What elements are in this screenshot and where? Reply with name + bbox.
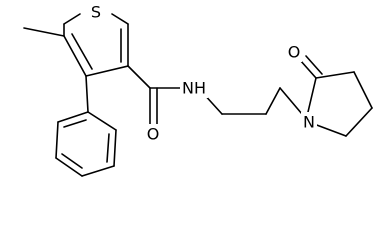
carbonyl-oxygen-label: O [147, 125, 160, 144]
bond-ch2-c-n [279, 87, 303, 115]
bond-ch2-b-c [265, 87, 281, 115]
bond-c2-c3 [315, 71, 355, 79]
atom-label-ring-nitrogen: N [301, 112, 317, 132]
bond-methyl [23, 27, 65, 37]
bond-c4-c5-inner [71, 33, 93, 70]
bond-ph-4-5-inner [61, 153, 83, 169]
bond-c4-c5 [345, 107, 373, 137]
bond-c4-phenyl [85, 75, 89, 113]
bond-c2-o-double [305, 55, 323, 75]
bond-c5-n [313, 123, 347, 137]
bond-ph-2-3-inner [106, 133, 110, 163]
bond-ph-3-4 [81, 165, 115, 177]
bond-ph-6-1 [57, 111, 89, 123]
propyl-chain [201, 87, 303, 115]
atom-label-lactam-oxygen: O [286, 42, 302, 62]
atom-label-amide-nitrogen: NH [180, 78, 208, 98]
bond-c2-o [299, 59, 317, 79]
bond-ph-6-1-inner [63, 119, 87, 128]
bond-ph-2-3 [113, 129, 117, 167]
thiophene-ring [63, 13, 129, 77]
phenyl-ring [55, 75, 117, 177]
chemical-structure-diagram: S O NH O N [23, 2, 373, 177]
amide-group [127, 65, 185, 125]
atom-label-sulfur: S [88, 2, 104, 22]
bond-ph-1-2 [87, 111, 117, 131]
bond-c3-carbonyl [127, 65, 151, 89]
chemical-structure-canvas: S O NH O N [23, 2, 373, 177]
pyrrolidinone-ring [299, 55, 373, 137]
bond-n-c2 [307, 77, 317, 113]
bond-s-c5 [63, 13, 81, 25]
lactam-oxygen-label: O [288, 43, 301, 62]
bond-ph-5-6 [55, 121, 59, 159]
amide-nitrogen-label: NH [182, 79, 206, 98]
bond-c3-c4 [353, 71, 373, 109]
bond-ph-4-5 [55, 157, 83, 177]
atom-label-carbonyl-oxygen: O [145, 124, 161, 144]
bond-s-c2 [111, 13, 129, 25]
ring-nitrogen-label: N [303, 113, 315, 132]
bond-c3-c4 [85, 65, 129, 77]
bond-c4-c5 [63, 35, 87, 77]
sulfur-label: S [91, 3, 101, 22]
